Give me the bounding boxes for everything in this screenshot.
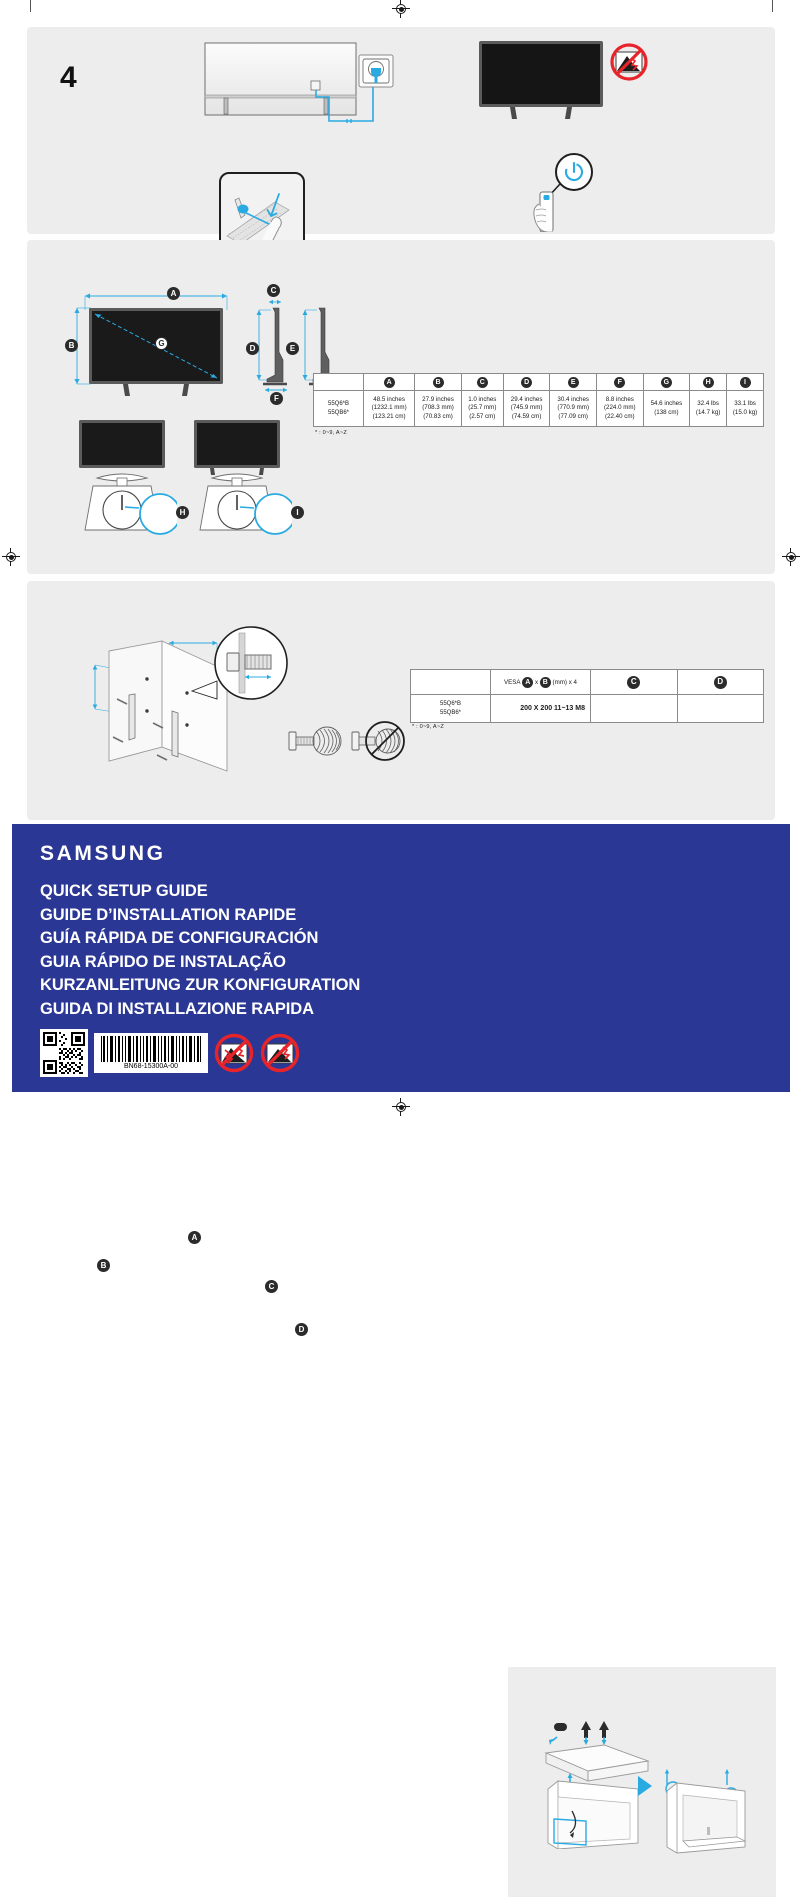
screw-prohibited-icon [351,721,405,761]
tv-dimension-side-diagram [256,299,333,393]
tv-weight-with-stand-diagram [194,420,292,535]
vesa-header-D: D [676,669,764,695]
vesa-header-model [410,669,491,695]
vesa-cell-model: 55Q6*B 55QB6* [410,694,491,723]
cover-banner: SAMSUNG QUICK SETUP GUIDE GUIDE D’INSTAL… [12,824,790,1897]
wall-mount-diagram [92,640,228,772]
registration-mark-left [2,548,20,566]
crop-mark-top-right [772,0,773,12]
codes-row: BN68-15300A-00 [40,1029,300,1077]
dim-header-B: B [414,373,462,391]
dim-header-H: H [689,373,728,391]
marker-D-height: D [246,342,259,355]
guide-title-en: QUICK SETUP GUIDE [40,882,208,900]
marker-A-front: A [167,287,180,300]
vesa-cell-spec: 200 X 200 11~13 M8 [490,694,591,723]
dim-header-F: F [596,373,644,391]
tv-weight-no-stand-diagram [79,420,177,535]
dim-cell-E: 30.4 inches (770.9 mm) (77.09 cm) [549,390,598,427]
vesa-cell-D [676,694,764,723]
marker-B-front: B [65,339,78,352]
tv-lift-out-icon [664,1769,747,1854]
no-screen-press-icon [260,1033,300,1073]
guide-titles: QUICK SETUP GUIDE GUIDE D’INSTALLATION R… [40,880,360,1021]
dim-header-C: C [460,373,504,391]
dim-cell-A: 48.5 inches (1232.1 mm) (123.21 cm) [362,390,416,427]
vesa-cell-C [590,694,678,723]
registration-mark-right [782,548,800,566]
marker-B-vesa-v: B [97,1259,110,1272]
vesa-header-spec: VESA A x B (mm) x 4 [490,669,591,695]
marker-A-header: A [522,676,534,688]
screw-ok-icon [288,726,342,756]
remote-power-icon [533,153,593,232]
tv-front-icon [479,41,603,119]
barcode-icon [99,1036,203,1062]
model-name-1: 55Q6*B [327,401,349,408]
dim-header-A: A [362,373,416,391]
dim-cell-D: 29.4 inches (745.9 mm) (74.59 cm) [502,390,551,427]
dim-header-I: I [726,373,764,391]
registration-mark-top [392,0,410,18]
marker-C-screw-depth: C [265,1280,278,1293]
vesa-header-label: VESA [504,678,523,686]
power-outlet-icon [358,54,394,88]
dim-cell-B: 27.9 inches (708.3 mm) (70.83 cm) [414,390,462,427]
tv-rear-icon [204,42,374,123]
dimension-table-footnote: * : 0~9, A~Z [315,430,347,436]
marker-A-vesa-h: A [188,1231,201,1244]
dim-header-E: E [549,373,598,391]
guide-title-pt: GUIA RÁPIDO DE INSTALAÇÃO [40,952,286,971]
vesa-header-C: C [590,669,678,695]
no-flat-lay-icon [214,1033,254,1073]
guide-title-fr: GUIDE D’INSTALLATION RAPIDE [40,905,297,924]
dim-cell-F: 8.8 inches (224.0 mm) (22.40 cm) [596,390,644,427]
marker-B-header: B [539,676,551,688]
registration-mark-bottom [392,1098,410,1116]
vesa-table-footnote: * : 0~9, A~Z [412,724,444,730]
marker-E-height: E [286,342,299,355]
marker-D-screw: D [295,1323,308,1336]
dim-header-model [313,373,364,391]
guide-title-es: GUÍA RÁPIDA DE CONFIGURACIÓN [40,929,319,947]
part-number-label: BN68-15300A-00 [123,1063,179,1070]
vesa-table: VESA A x B (mm) x 4 C D 55Q6*B 55QB6* 20… [410,669,764,723]
step-number: 4 [60,61,77,94]
dim-header-G: G [642,373,691,391]
model-name-2: 55QB6* [327,409,349,416]
qr-code-box [40,1029,88,1077]
dim-header-D: D [502,373,551,391]
dim-cell-C: 1.0 inches (25.7 mm) (2.57 cm) [460,390,504,427]
dim-cell-I: 33.1 lbs (15.0 kg) [726,390,764,427]
dimension-table-header-row: A B C D E F G H I [313,373,764,391]
marker-F-standwidth: F [270,392,283,405]
arrow-right-icon [638,1776,652,1796]
barcode-box: BN68-15300A-00 [94,1033,208,1073]
cable-clip-icon [219,172,305,250]
dimension-table: A B C D E F G H I 55Q6*B 55QB6* 48.5 inc… [313,373,764,427]
table-row: 55Q6*B 55QB6* 48.5 inches (1232.1 mm) (1… [313,390,764,427]
setup-step-panel: 4 [27,27,775,250]
marker-G-diagonal: G [155,337,168,350]
table-row: 55Q6*B 55QB6* 200 X 200 11~13 M8 [410,694,764,723]
samsung-logo: SAMSUNG [40,842,166,865]
guide-title-de: KURZANLEITUNG ZUR KONFIGURATION [40,976,361,994]
marker-H-weight: H [176,506,189,519]
dim-cell-H: 32.4 lbs (14.7 kg) [689,390,728,427]
screw-depth-detail-icon [214,626,288,700]
crop-mark-top-left [30,0,31,12]
dim-cell-G: 54.6 inches (138 cm) [642,390,691,427]
vesa-table-header-row: VESA A x B (mm) x 4 C D [410,669,764,695]
guide-title-it: GUIDA DI INSTALLAZIONE RAPIDA [40,999,314,1018]
marker-C-depth: C [267,284,280,297]
unboxing-panel [508,1667,776,1897]
qr-code-icon [43,1032,85,1074]
marker-I-weight: I [291,506,304,519]
dim-cell-model: 55Q6*B 55QB6* [313,390,364,427]
no-screen-press-icon [610,43,648,81]
